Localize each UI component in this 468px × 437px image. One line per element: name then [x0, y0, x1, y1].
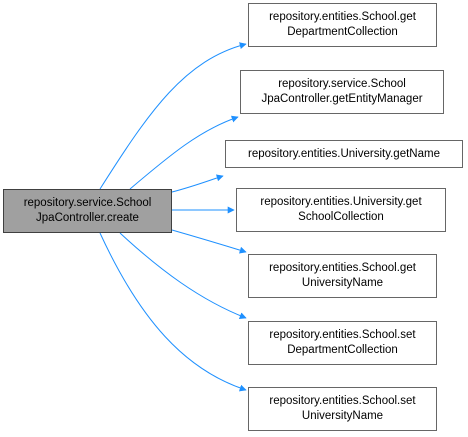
target-node-get-department-collection[interactable]: repository.entities.School.get Departmen… [248, 3, 437, 47]
edge-to-target-1 [99, 42, 247, 190]
target-node-university-get-name[interactable]: repository.entities.University.getName [225, 140, 463, 168]
edge-to-target-7 [99, 232, 247, 392]
source-node-line1: repository.service.School [23, 197, 152, 209]
target-node-set-university-name[interactable]: repository.entities.School.set Universit… [248, 387, 437, 431]
source-node[interactable]: repository.service.School JpaController.… [3, 189, 172, 233]
target-node-line1: repository.entities.School.get [269, 262, 416, 274]
target-node-line1: repository.entities.School.set [269, 329, 416, 341]
source-node-line2: JpaController.create [36, 212, 139, 224]
target-node-line1: repository.entities.University.get [260, 196, 422, 208]
target-node-line2: DepartmentCollection [287, 344, 398, 356]
target-node-line1: repository.entities.University.getName [248, 147, 440, 160]
edge-to-target-6 [119, 232, 247, 319]
target-node-get-school-collection[interactable]: repository.entities.University.get Schoo… [236, 188, 446, 232]
target-node-get-university-name[interactable]: repository.entities.School.get Universit… [248, 254, 437, 298]
target-node-line2: SchoolCollection [298, 211, 384, 223]
edge-to-target-2 [129, 115, 239, 190]
target-node-get-entity-manager[interactable]: repository.service.School JpaController.… [240, 70, 444, 114]
edge-to-target-3 [171, 174, 224, 193]
target-node-line1: repository.entities.School.set [269, 395, 416, 407]
edge-to-target-5 [171, 229, 247, 254]
target-node-line1: repository.entities.School.get [269, 11, 416, 23]
target-node-line2: JpaController.getEntityManager [261, 93, 423, 105]
target-node-line2: DepartmentCollection [287, 26, 398, 38]
target-node-line2: UniversityName [301, 410, 384, 422]
target-node-set-department-collection[interactable]: repository.entities.School.set Departmen… [248, 321, 437, 365]
target-node-line2: UniversityName [301, 277, 384, 289]
target-node-line1: repository.service.School [278, 78, 406, 90]
